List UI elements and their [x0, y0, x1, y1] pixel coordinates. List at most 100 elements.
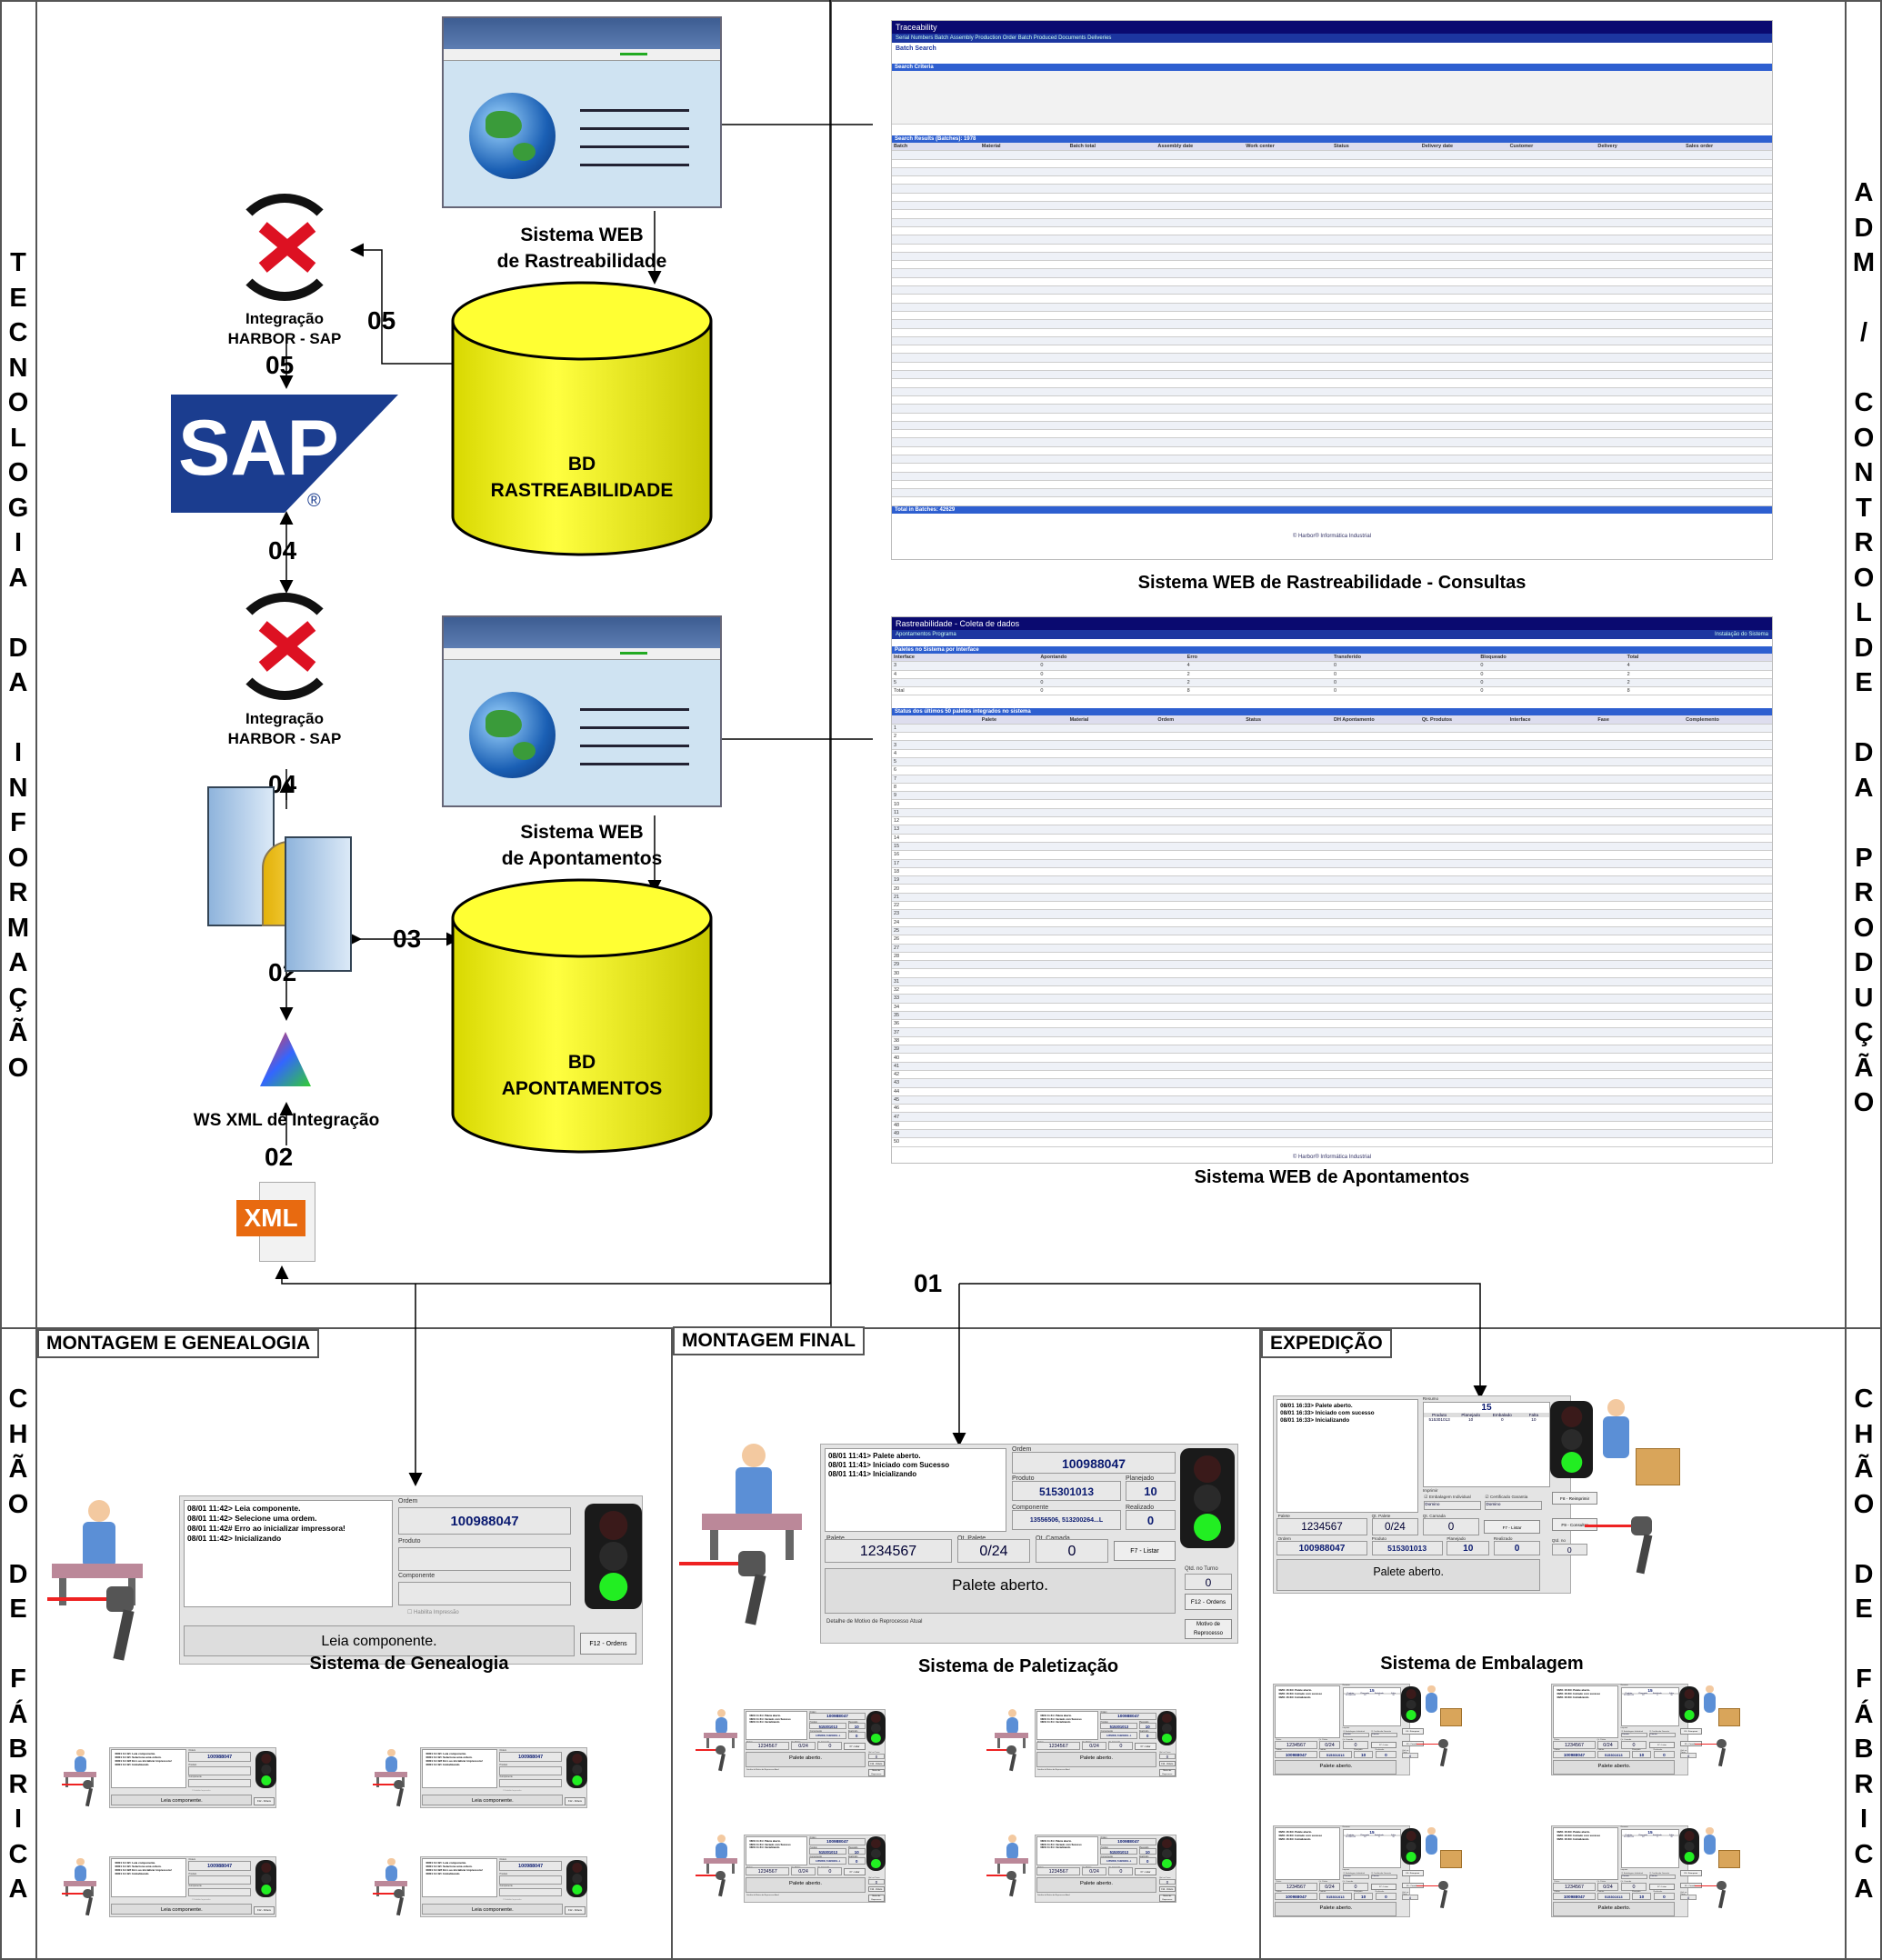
f12-ordens-button[interactable]: F12 - Ordens [868, 1885, 885, 1892]
f12-ordens-button[interactable]: F12 - Ordens [565, 1906, 586, 1915]
resumo-cell: 10 [1392, 1694, 1395, 1696]
event-log: 08/01 16:33> Palete aberto. 08/01 16:33>… [1275, 1827, 1341, 1881]
bench-leg [1023, 1864, 1026, 1875]
certificado-garantia-checkbox[interactable]: ☑ Certificado Garantia [1485, 1494, 1528, 1499]
resumo-col: Planejado [1638, 1834, 1647, 1836]
motivo-reprocesso-button[interactable]: Motivo de Reprocesso [868, 1769, 885, 1776]
f7-listar-button[interactable]: F7 - Listar [1370, 1883, 1397, 1890]
printer-select-1[interactable]: Domino [1343, 1733, 1370, 1737]
motivo-reprocesso-button[interactable]: Motivo de Reprocesso [868, 1895, 885, 1902]
f12-ordens-button[interactable]: F12 - Ordens [1159, 1885, 1176, 1892]
planejado-field: 10 [1138, 1722, 1156, 1730]
resumo-cell: 0 [1657, 1694, 1658, 1696]
embalagem-individual-checkbox[interactable]: ☑ Embalagem Individual [1621, 1872, 1644, 1875]
f7-listar-button[interactable]: F7 - Listar [1648, 1741, 1676, 1748]
resumo-cell: 10 [1392, 1835, 1395, 1838]
f7-listar-button[interactable]: F7 - Listar [1135, 1743, 1156, 1750]
integration-lower-label: Integração HARBOR - SAP [227, 710, 342, 747]
habilita-impressao-checkbox[interactable]: ☐ Habilita Impressão [192, 1789, 211, 1792]
certificado-garantia-checkbox[interactable]: ☑ Certificado Garantia [1649, 1730, 1669, 1733]
realizado-field: 0 [847, 1732, 866, 1739]
embalagem-individual-checkbox[interactable]: ☑ Embalagem Individual [1621, 1730, 1644, 1733]
qtd-turno-field: 0 [1402, 1752, 1419, 1758]
embalagem-individual-checkbox[interactable]: ☑ Embalagem Individual [1343, 1730, 1366, 1733]
packing-worker-icon [1424, 1826, 1463, 1873]
f12-ordens-button[interactable]: F12 - Ordens [1185, 1594, 1232, 1610]
printer-select-1[interactable]: Domino [1621, 1733, 1648, 1737]
side-letter: C [1854, 1385, 1874, 1414]
printer-select-2[interactable]: Domino [1649, 1733, 1677, 1737]
produto-label: Produto [809, 1721, 816, 1724]
f8-reimprimir-button[interactable]: F8 - Reimprimir [1402, 1728, 1424, 1735]
motivo-reprocesso-button[interactable]: Motivo de Reprocesso [1159, 1769, 1176, 1776]
habilita-impressao-checkbox[interactable]: ☐ Habilita Impressão [407, 1610, 459, 1615]
printer-select-1[interactable]: Domino [1621, 1875, 1648, 1879]
workbench [994, 1733, 1029, 1739]
habilita-impressao-checkbox[interactable]: ☐ Habilita Impressão [192, 1898, 211, 1901]
printer-select-2[interactable]: Domino [1371, 1875, 1398, 1879]
f7-listar-button[interactable]: F7 - Listar [1135, 1868, 1156, 1875]
f8-reimprimir-button[interactable]: F8 - Reimprimir [1551, 1491, 1598, 1505]
table-row: 10 [892, 799, 1772, 809]
f7-listar-button[interactable]: F7 - Listar [844, 1868, 866, 1875]
table-row: 18 [892, 867, 1772, 877]
printer-select-2[interactable]: Domino [1371, 1733, 1398, 1737]
resumo-cell: 515301013 [1346, 1694, 1356, 1696]
componente-field: 13556506, 513200264...L [1012, 1510, 1121, 1530]
printer-select-2[interactable]: Domino [1649, 1875, 1677, 1879]
motivo-reprocesso-button[interactable]: Motivo de Reprocesso [1159, 1895, 1176, 1902]
f7-listar-button[interactable]: F7 - Listar [844, 1743, 866, 1750]
resumo-col: Embalado [1374, 1692, 1384, 1695]
embalagem-individual-checkbox[interactable]: ☑ Embalagem Individual [1424, 1494, 1471, 1499]
habilita-impressao-checkbox[interactable]: ☐ Habilita Impressão [503, 1898, 522, 1901]
resumo-col: Produto [1431, 1413, 1447, 1418]
embalagem-individual-checkbox[interactable]: ☑ Embalagem Individual [1343, 1872, 1366, 1875]
habilita-impressao-checkbox[interactable]: ☐ Habilita Impressão [503, 1789, 522, 1792]
qt-camada-field: 0 [1620, 1882, 1647, 1891]
f12-ordens-button[interactable]: F12 - Ordens [565, 1797, 586, 1805]
f8-reimprimir-button[interactable]: F8 - Reimprimir [1402, 1870, 1424, 1876]
globe-icon [469, 692, 556, 778]
resumo-col: Produto [1625, 1692, 1633, 1695]
ordem-field: 100988047 [398, 1507, 571, 1535]
table-row: 44 [892, 1087, 1772, 1096]
integration-upper-label: Integração HARBOR - SAP [227, 310, 342, 347]
f12-ordens-button[interactable]: F12 - Ordens [1159, 1760, 1176, 1766]
f8-reimprimir-button[interactable]: F8 - Reimprimir [1680, 1870, 1702, 1876]
motivo-reprocesso-button[interactable]: Motivo de Reprocesso [1185, 1619, 1232, 1639]
status-message: Palete aberto. [1036, 1752, 1156, 1768]
realizado-label: Realizado [848, 1730, 858, 1733]
printer-select-2[interactable]: Domino [1485, 1501, 1542, 1510]
certificado-garantia-checkbox[interactable]: ☑ Certificado Garantia [1649, 1872, 1669, 1875]
resumo-cell: 0 [1378, 1694, 1380, 1696]
bench-leg [996, 1738, 1000, 1749]
f12-ordens-button[interactable]: F12 - Ordens [868, 1760, 885, 1766]
certificado-garantia-checkbox[interactable]: ☑ Certificado Garantia [1371, 1872, 1391, 1875]
printer-select-1[interactable]: Domino [1343, 1875, 1370, 1879]
barcode-scanner-icon [1585, 1515, 1663, 1580]
certificado-garantia-checkbox[interactable]: ☑ Certificado Garantia [1371, 1730, 1391, 1733]
f7-listar-button[interactable]: F7 - Listar [1114, 1541, 1176, 1561]
planejado-label: Planejado [1353, 1749, 1363, 1752]
componente-label: Componente [188, 1885, 202, 1888]
f7-listar-button[interactable]: F7 - Listar [1483, 1519, 1541, 1535]
f12-ordens-button[interactable]: F12 - Ordens [254, 1797, 275, 1805]
web-rastreabilidade-screenshot: Traceability Serial Numbers Batch Assemb… [891, 20, 1773, 560]
f7-listar-button[interactable]: F7 - Listar [1370, 1741, 1397, 1748]
table-row [892, 446, 1772, 456]
side-letter: E [9, 1595, 27, 1624]
side-letter: O [1853, 1088, 1875, 1117]
table-row: 19 [892, 875, 1772, 885]
table-row [892, 285, 1772, 295]
f8-reimprimir-button[interactable]: F8 - Reimprimir [1680, 1728, 1702, 1735]
f12-ordens-button[interactable]: F12 - Ordens [580, 1633, 636, 1655]
f12-ordens-button[interactable]: F12 - Ordens [254, 1906, 275, 1915]
f7-listar-button[interactable]: F7 - Listar [1648, 1883, 1676, 1890]
qt-palete-label: Qt. Palete [957, 1535, 986, 1542]
palete-label: Palete [826, 1535, 845, 1542]
f9-consultar-button[interactable]: F9 - Consultar [1551, 1518, 1598, 1532]
printer-select-1[interactable]: Domino [1424, 1501, 1481, 1510]
scanner-head [1437, 1739, 1448, 1749]
table-row: 20 [892, 884, 1772, 894]
palete-field: 1234567 [825, 1539, 952, 1563]
